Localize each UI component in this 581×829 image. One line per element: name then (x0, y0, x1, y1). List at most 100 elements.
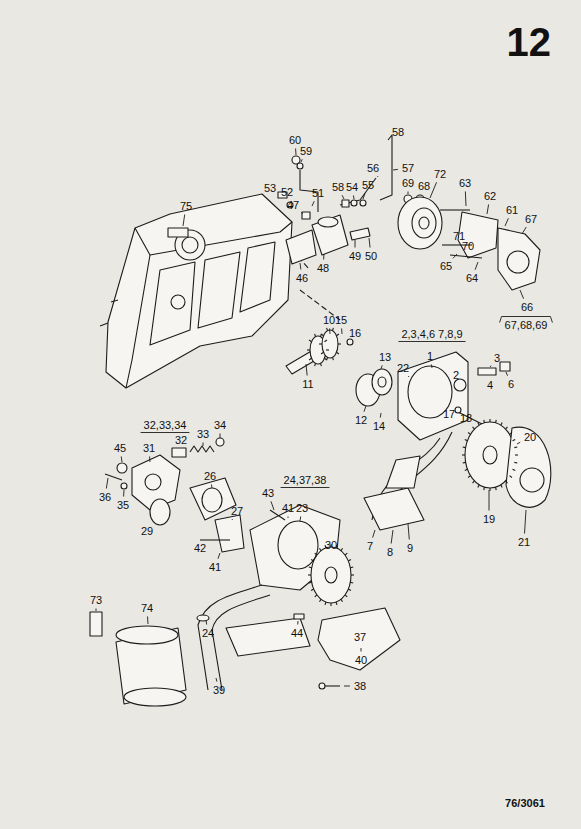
leader-line (353, 195, 355, 199)
leader-line (393, 169, 398, 171)
leader-line (475, 262, 478, 270)
leader-line (301, 159, 302, 162)
gear-tooth (332, 357, 334, 360)
gear-tooth (350, 566, 353, 568)
callout-number: 34 (213, 420, 227, 431)
leader-line (149, 456, 150, 462)
leader-line (218, 553, 220, 559)
callout-number: 27 (230, 506, 244, 517)
gear-tooth (351, 574, 354, 575)
lower-pump (216, 438, 224, 446)
leader-line (147, 616, 148, 624)
callout-number: 64 (465, 273, 479, 284)
gear-tooth (348, 589, 351, 591)
callout-number: 47 (286, 200, 300, 211)
leader-line (216, 678, 218, 682)
callout-number: 52 (280, 187, 294, 198)
gear-tooth (345, 553, 347, 555)
lower-pump (215, 515, 244, 552)
lower-pump (121, 483, 127, 489)
gear-tooth (320, 599, 322, 602)
lower-pump (197, 615, 209, 621)
gear-tooth (513, 439, 516, 440)
gear-tooth (330, 603, 331, 606)
filter-head (302, 212, 310, 219)
gear-tooth (468, 433, 470, 435)
gear-cover (520, 468, 544, 492)
callout-number: 6 (507, 379, 515, 390)
leader-line (522, 227, 526, 234)
gear-tooth (513, 469, 516, 470)
gear-tooth (515, 454, 518, 455)
lower-pump (318, 608, 400, 670)
callout-number: 1 (426, 351, 434, 362)
gear-tooth (308, 574, 311, 575)
gear-teeth (319, 328, 341, 360)
gear-tooth (326, 357, 328, 360)
leader-line (363, 193, 365, 199)
callout-number: 69 (401, 178, 415, 189)
gear-tooth (307, 349, 310, 350)
filter-head (342, 200, 349, 207)
leader-line (341, 328, 342, 334)
callout-number: 75 (179, 201, 193, 212)
leader-line (300, 516, 302, 521)
oil-filter (90, 612, 102, 636)
sump-housing (100, 194, 340, 388)
water-pump (507, 251, 529, 273)
callout-number: 31 (142, 443, 156, 454)
gear-tooth (345, 595, 347, 597)
callout-number: 2 (452, 370, 460, 381)
gear-tooth (510, 433, 512, 435)
gear-tooth (506, 427, 508, 429)
leader-line (288, 517, 289, 519)
leader-line (505, 218, 508, 226)
pulley (398, 197, 442, 249)
leader-line (408, 376, 410, 377)
gear-tooth (309, 582, 312, 584)
gear-tooth (501, 423, 502, 426)
leader-line (490, 366, 491, 367)
callout-number: 29 (140, 526, 154, 537)
filter-head (380, 135, 392, 200)
callout-number: 14 (372, 421, 386, 432)
callout-number: 61 (505, 205, 519, 216)
oil-pump (458, 412, 484, 425)
callout-number: 3 (493, 353, 501, 364)
callout-number: 73 (89, 595, 103, 606)
callout-number: 21 (517, 537, 531, 548)
gear-cover (483, 446, 497, 464)
gear-tooth (324, 602, 326, 605)
leader-line (301, 213, 303, 214)
sump-housing (240, 242, 275, 312)
oil-pump (478, 368, 496, 375)
gear-tooth (514, 446, 517, 448)
gear-tooth (321, 352, 323, 354)
leader-line (96, 609, 97, 612)
oil-pump (454, 379, 466, 391)
pulley (398, 197, 442, 249)
leader-line (323, 254, 324, 260)
leader-line (220, 434, 221, 439)
callout-number: 60 (288, 135, 302, 146)
section-number: 12 (507, 22, 552, 62)
filter-head (350, 228, 370, 240)
lower-pump (150, 499, 170, 525)
gear-tooth (315, 595, 317, 597)
callout-number: 37 (353, 632, 367, 643)
callout-number: 11 (301, 379, 314, 390)
gear-tooth (326, 349, 329, 350)
callout-number: 55 (361, 180, 375, 191)
callout-number: 56 (366, 163, 380, 174)
gear-tooth (514, 462, 517, 464)
leader-line (121, 456, 123, 462)
callout-number: 22 (396, 363, 410, 374)
sump-housing (106, 194, 292, 388)
gear-tooth (348, 560, 351, 562)
sump-housing (168, 228, 188, 237)
gear-tooth (315, 553, 317, 555)
callout-number: 44 (290, 628, 304, 639)
gear-tooth (336, 334, 338, 336)
callout-number: 26 (203, 471, 217, 482)
